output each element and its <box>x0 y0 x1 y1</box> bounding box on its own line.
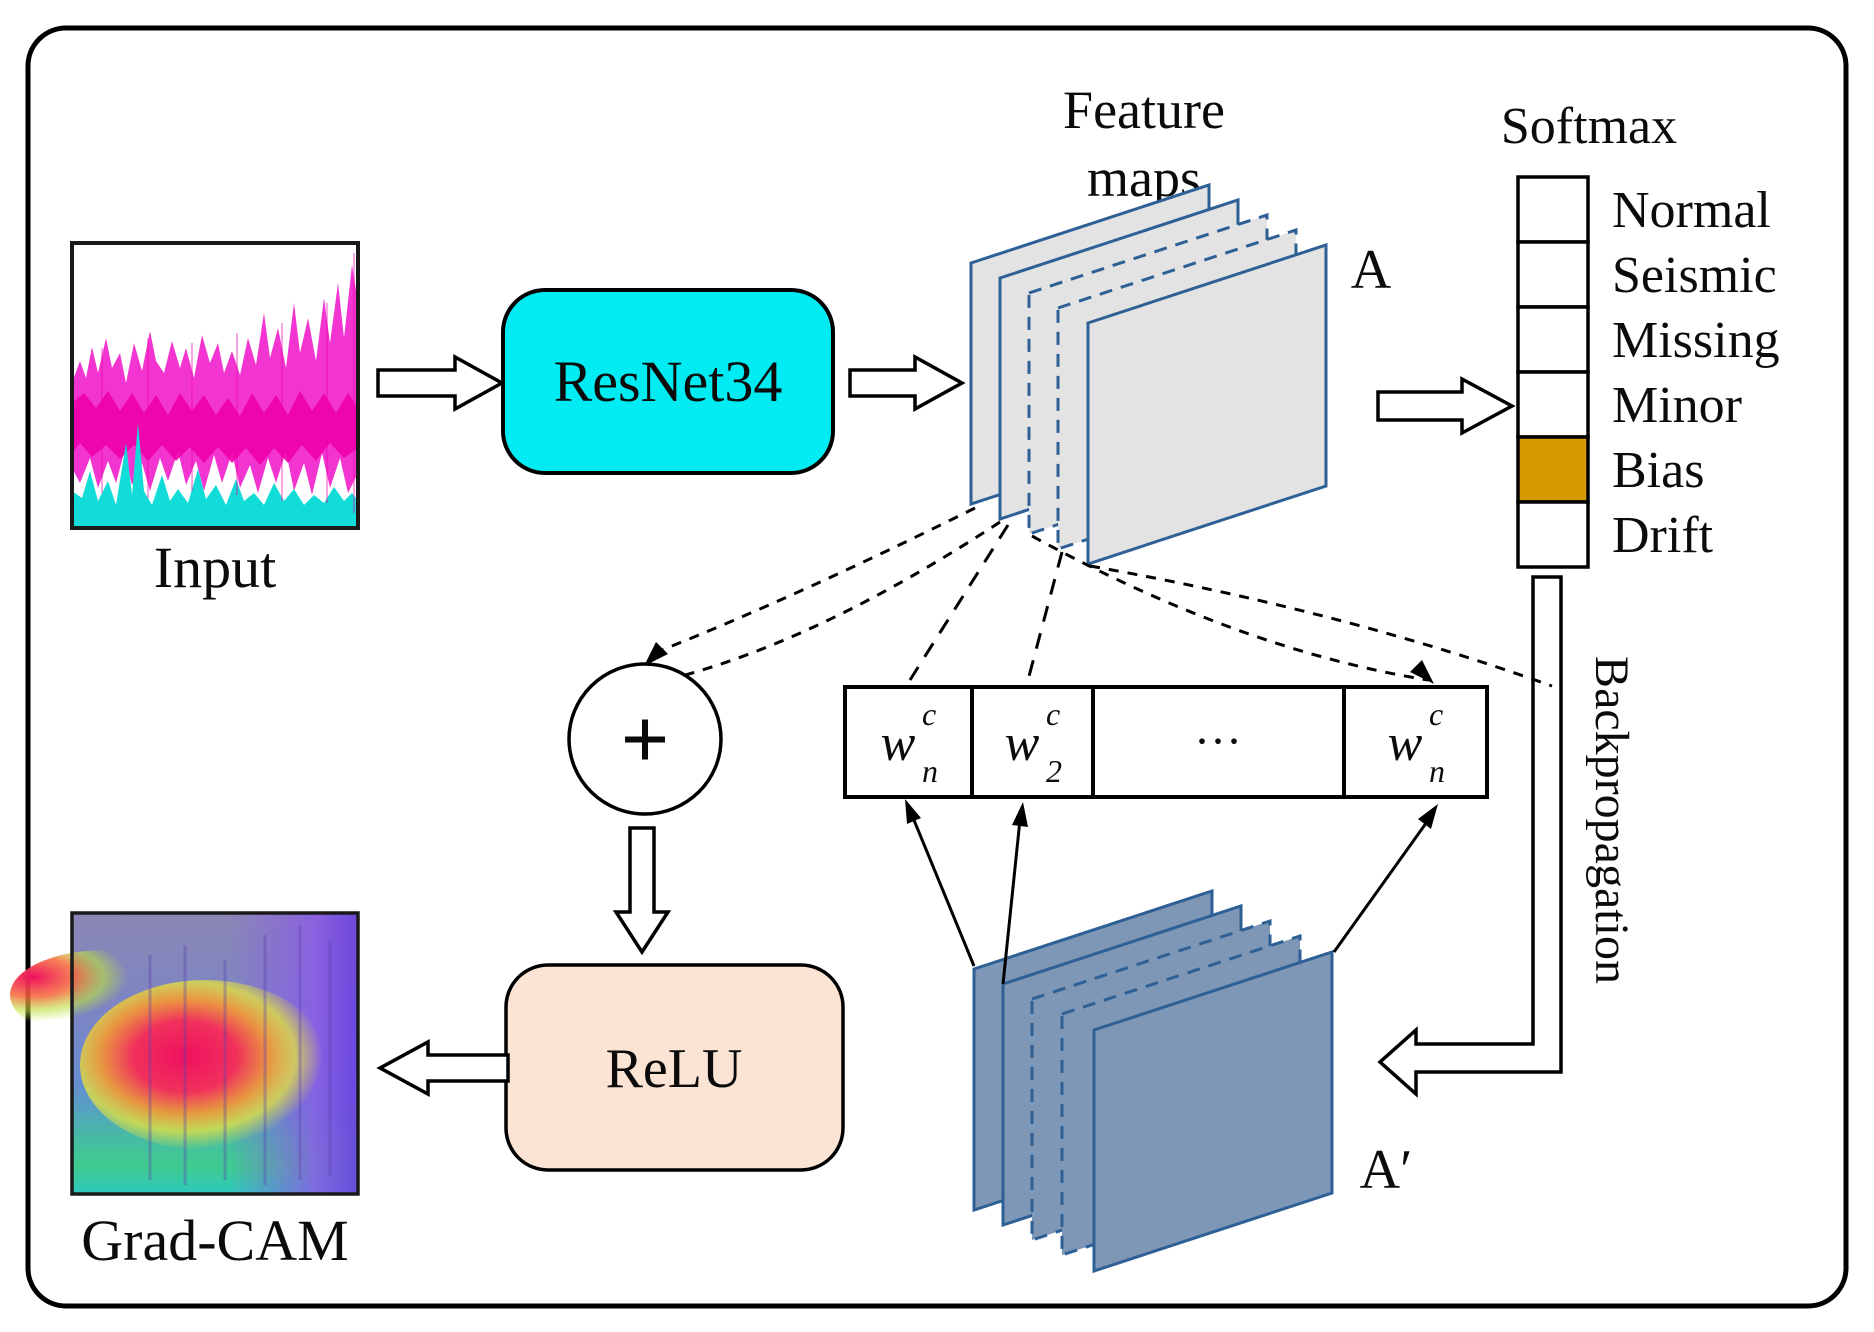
weight-base: w <box>1005 715 1040 772</box>
feature-map-sheet <box>1086 242 1328 567</box>
arrow-plus-to-relu <box>612 826 672 956</box>
weight-sub: 2 <box>1046 753 1062 789</box>
weight-cell-1: w c n <box>881 696 938 789</box>
input-image <box>70 241 360 530</box>
arrowhead-w1 <box>905 799 921 824</box>
dashed-arc-to-plus-2 <box>673 520 1001 680</box>
class-label-missing: Missing <box>1612 312 1780 369</box>
dashed-line-to-w1 <box>908 524 1010 681</box>
input-label: Input <box>154 535 276 600</box>
softmax-cell-minor <box>1516 370 1590 439</box>
gradient-to-weight-arrows <box>905 799 1438 985</box>
class-label-drift: Drift <box>1612 507 1714 564</box>
feature-maps-output-label: A <box>1351 239 1392 301</box>
weight-cell-2: w c 2 <box>1005 696 1062 789</box>
weight-base: w <box>881 715 916 772</box>
resnet-box <box>501 288 835 475</box>
gradient-maps-stack <box>972 888 1334 1274</box>
arrow-resnet-to-feature-maps <box>848 354 966 412</box>
class-label-bias: Bias <box>1612 442 1704 499</box>
weight-sub: n <box>922 753 938 789</box>
softmax-cell-missing <box>1516 305 1590 374</box>
arrow-relu-to-gradcam <box>376 1039 510 1097</box>
arrowhead-w2 <box>1012 802 1028 827</box>
gradient-maps-label: A′ <box>1360 1139 1413 1201</box>
softmax-column <box>1516 175 1590 569</box>
softmax-cell-normal <box>1516 175 1590 244</box>
weight-cell-n: w c n <box>1388 696 1445 789</box>
class-label-minor: Minor <box>1612 377 1742 434</box>
dashed-arrowhead-into-plus <box>644 642 668 666</box>
gradcam-hot-band <box>10 950 200 1040</box>
softmax-cell-seismic <box>1516 240 1590 309</box>
weight-sup: c <box>1429 696 1443 732</box>
sum-circle <box>567 662 723 816</box>
backprop-arrow <box>1377 575 1563 1098</box>
gradient-weight-dashed-links <box>644 506 1553 688</box>
arrowhead-wn <box>1418 804 1438 829</box>
relu-label: ReLU <box>606 1038 743 1100</box>
outer-frame <box>25 25 1849 1309</box>
input-image-border <box>70 241 360 530</box>
softmax-class-labels: Normal Seismic Missing Minor Bias Drift <box>1612 182 1780 564</box>
arrow-aprime-to-wn <box>1332 811 1436 953</box>
softmax-title: Softmax <box>1501 98 1677 155</box>
weight-ellipsis: ··· <box>1194 715 1242 768</box>
input-cyan-spikes <box>72 423 358 528</box>
input-magenta-core <box>72 391 358 465</box>
plus-sign: + <box>620 691 669 787</box>
weight-sup: c <box>1046 696 1060 732</box>
gradcam-image <box>10 911 360 1196</box>
gradcam-image-border <box>70 911 360 1196</box>
arrow-aprime-to-w2 <box>1001 809 1023 985</box>
backprop-label: Backpropagation <box>1585 656 1638 984</box>
dashed-arc-to-wn <box>1031 534 1429 682</box>
arrow-a-to-softmax <box>1376 376 1516 436</box>
gradcam-label: Grad-CAM <box>81 1208 348 1273</box>
gradcam-texture-streaks <box>148 925 332 1185</box>
resnet-label: ResNet34 <box>554 349 783 414</box>
weight-cell-ellipsis: ··· <box>1194 715 1242 768</box>
arrow-input-to-resnet <box>376 354 506 412</box>
weight-base: w <box>1388 715 1423 772</box>
softmax-cell-drift <box>1516 500 1590 569</box>
feature-maps-title-line1: Feature <box>1063 80 1225 140</box>
gradient-map-sheet <box>1092 949 1334 1274</box>
weight-sub: n <box>1429 753 1445 789</box>
feature-maps-stack <box>969 182 1328 567</box>
dashed-line-to-w2 <box>1026 551 1064 681</box>
weight-row-box <box>843 685 1489 799</box>
arrow-aprime-to-w1 <box>907 807 976 967</box>
class-label-normal: Normal <box>1612 182 1771 239</box>
input-texture-streaks <box>101 253 355 513</box>
softmax-cell-bias-highlighted <box>1516 435 1590 504</box>
dashed-arrowhead-into-wn <box>1410 660 1434 684</box>
weight-sup: c <box>922 696 936 732</box>
weight-row: w c n w c 2 ··· w c n <box>843 685 1489 799</box>
class-label-seismic: Seismic <box>1612 247 1777 304</box>
